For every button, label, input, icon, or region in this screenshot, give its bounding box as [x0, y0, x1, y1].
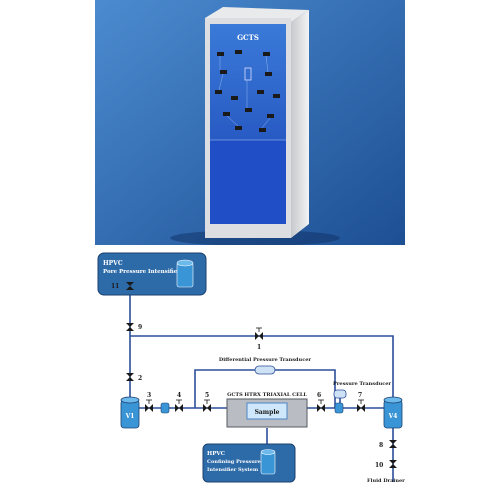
valve-label-5: 5 — [205, 392, 209, 399]
valve-11 — [126, 282, 134, 290]
valve-label-11: 11 — [111, 283, 119, 290]
valve-1 — [255, 332, 263, 340]
valve-stems — [146, 327, 364, 404]
valve-2 — [126, 373, 134, 381]
valve-label-6: 6 — [317, 392, 321, 399]
pore-box-line2: Pore Pressure Intensifier — [103, 269, 180, 275]
fluid-drainer-label: Fluid Drainer — [367, 478, 405, 484]
v1-label: V1 — [125, 413, 135, 420]
pore-pressure-intensifier: HPVC Pore Pressure Intensifier — [97, 252, 207, 296]
cabinet-side — [291, 10, 309, 238]
valve-label-4: 4 — [177, 392, 181, 399]
confining-box-line1: HPVC — [207, 451, 226, 457]
valve-label-7: 7 — [358, 392, 362, 399]
triaxial-cell: GCTS HTRX TRIAXIAL CELL Sample — [226, 392, 308, 428]
confining-pressure-intensifier: HPVC Confining Pressure Intensifier Syst… — [202, 443, 296, 483]
valve-5 — [203, 404, 211, 412]
equipment-photo: GCTS — [95, 0, 405, 245]
pore-vessel — [176, 259, 194, 288]
valves — [126, 282, 397, 468]
schematic-diagram: HPVC Pore Pressure Intensifier HPVC Conf… — [97, 252, 405, 484]
v4-label: V4 — [388, 413, 398, 420]
differential-pressure-transducer: Differential Pressure Transducer — [219, 357, 311, 375]
valve-6 — [317, 404, 325, 412]
valve-label-10: 10 — [375, 462, 383, 469]
vessel-v1: V1 — [120, 396, 140, 429]
valve-4 — [175, 404, 183, 412]
valve-label-2: 2 — [138, 375, 142, 382]
confining-box-line3: Intensifier System — [207, 467, 259, 473]
valve-7 — [357, 404, 365, 412]
panel-lines — [218, 55, 271, 129]
panel-lower-section — [210, 140, 286, 224]
confining-box-line2: Confining Pressure — [207, 459, 261, 465]
pressure-transducer: Pressure Transducer — [333, 381, 391, 399]
valve-label-3: 3 — [147, 392, 151, 399]
sample — [246, 402, 288, 420]
pore-box-line1: HPVC — [103, 260, 123, 267]
valve-10 — [389, 460, 397, 468]
sample-label: Sample — [255, 409, 280, 416]
valve-labels: 11 9 1 2 3 4 5 6 7 8 10 — [111, 283, 383, 469]
cell-title: GCTS HTRX TRIAXIAL CELL — [227, 392, 307, 398]
panel-valves — [215, 50, 280, 132]
valve-label-1: 1 — [257, 344, 261, 351]
brand-label: GCTS — [237, 33, 259, 42]
confining-vessel — [260, 449, 276, 475]
valve-label-8: 8 — [379, 442, 383, 449]
differential-transducer-label: Differential Pressure Transducer — [219, 357, 311, 363]
valve-9 — [126, 323, 134, 331]
valve-8 — [389, 440, 397, 448]
vessel-v4: V4 — [383, 396, 403, 429]
valve-3 — [145, 404, 153, 412]
valve-label-9: 9 — [138, 324, 142, 331]
inline-filters — [160, 402, 344, 414]
pressure-transducer-label: Pressure Transducer — [333, 381, 391, 387]
